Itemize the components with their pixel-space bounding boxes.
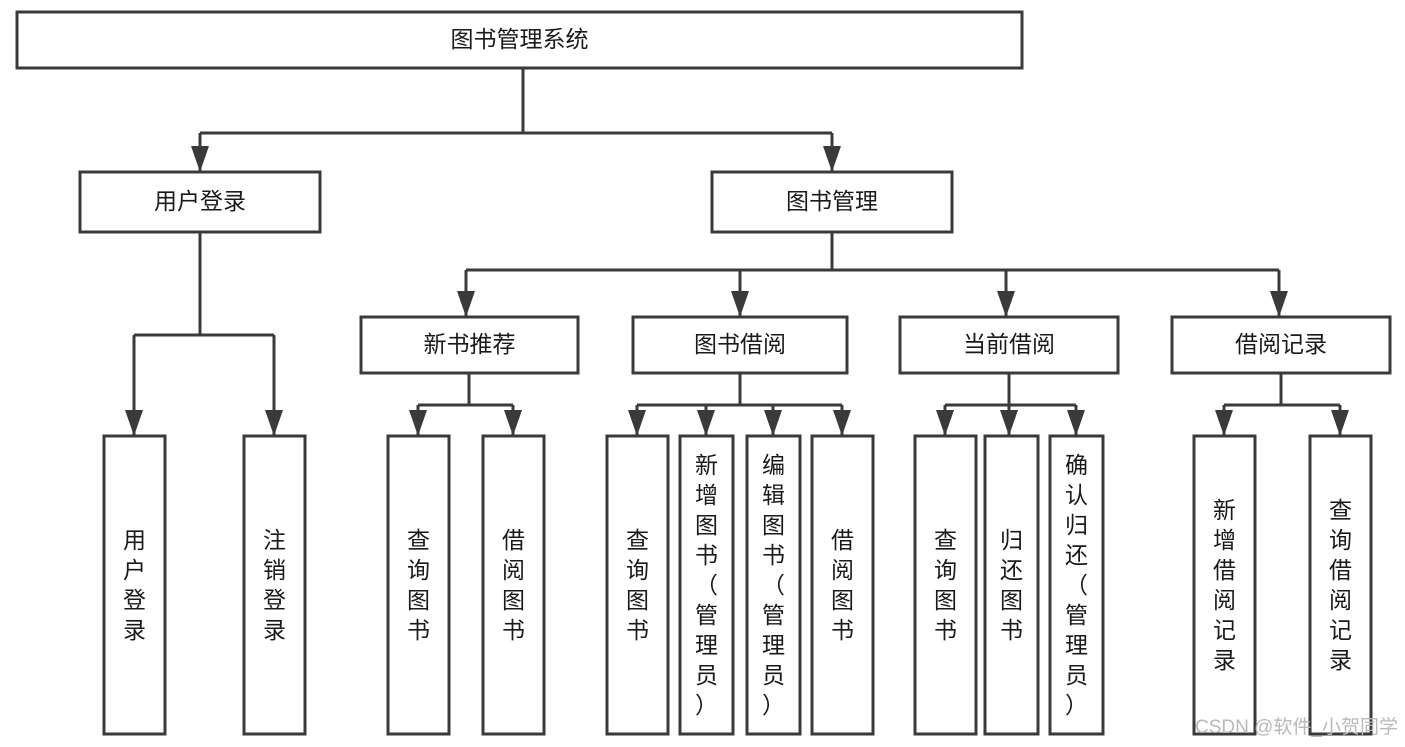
node-box-leaf-return-book[interactable] (983, 434, 1040, 736)
borrow-record-drop-arrow-1 (1331, 410, 1349, 436)
book-management-drop-arrow-0 (457, 291, 475, 317)
node-borrow-record[interactable]: 借阅记录 (1170, 315, 1392, 375)
node-leaf-edit-book-admin[interactable]: 编辑图书（管理员） (745, 434, 802, 736)
node-leaf-logout-login[interactable]: 注销登录 (242, 434, 307, 736)
node-new-book-recommend[interactable]: 新书推荐 (359, 315, 580, 375)
node-label-leaf-query-book-recommend: 查询图书 (407, 527, 430, 643)
node-label-leaf-query-book-current: 查询图书 (934, 527, 957, 643)
user-login-drop-arrow-1 (265, 410, 283, 436)
node-book-management[interactable]: 图书管理 (710, 170, 954, 234)
node-label-borrow-record: 借阅记录 (1235, 331, 1327, 357)
book-borrow-drop-arrow-1 (697, 410, 715, 436)
node-label-leaf-user-login: 用户登录 (123, 527, 146, 643)
node-label-leaf-edit-book-admin: 编辑图书（管理员） (762, 452, 785, 718)
node-leaf-query-book-borrow[interactable]: 查询图书 (605, 434, 670, 736)
csdn-watermark: CSDN @软件_小贺同学 (1195, 716, 1398, 738)
node-box-leaf-add-book-admin[interactable] (678, 434, 735, 736)
node-label-leaf-add-borrow-record: 新增借阅记录 (1213, 497, 1236, 673)
node-leaf-return-book[interactable]: 归还图书 (983, 434, 1040, 736)
node-label-new-book-recommend: 新书推荐 (424, 331, 516, 357)
node-label-leaf-add-book-admin: 新增图书（管理员） (695, 452, 718, 718)
borrow-record-drop-arrow-0 (1215, 410, 1233, 436)
book-management-drop-arrow-2 (997, 291, 1015, 317)
node-user-login[interactable]: 用户登录 (78, 170, 322, 234)
node-label-leaf-borrow-book-recommend: 借阅图书 (502, 527, 525, 643)
node-leaf-add-book-admin[interactable]: 新增图书（管理员） (678, 434, 735, 736)
node-leaf-borrow-book-recommend[interactable]: 借阅图书 (481, 434, 546, 736)
current-borrow-drop-arrow-0 (936, 410, 954, 436)
node-label-leaf-logout-login: 注销登录 (263, 527, 286, 643)
node-label-leaf-return-book: 归还图书 (1000, 527, 1023, 643)
node-box-leaf-query-borrow-record[interactable] (1308, 434, 1373, 736)
node-leaf-query-book-current[interactable]: 查询图书 (913, 434, 978, 736)
node-box-borrow-record[interactable] (1170, 315, 1392, 375)
node-box-leaf-query-book-recommend[interactable] (386, 434, 451, 736)
node-box-book-management[interactable] (710, 170, 954, 234)
node-box-user-login[interactable] (78, 170, 322, 234)
node-label-leaf-query-book-borrow: 查询图书 (626, 527, 649, 643)
node-box-leaf-confirm-return-admin[interactable] (1048, 434, 1105, 736)
book-management-drop-arrow-3 (1270, 291, 1288, 317)
node-leaf-confirm-return-admin[interactable]: 确认归还（管理员） (1048, 434, 1105, 736)
node-box-leaf-user-login[interactable] (102, 434, 167, 736)
node-label-root: 图书管理系统 (451, 26, 589, 52)
node-book-borrow[interactable]: 图书借阅 (631, 315, 849, 375)
node-box-leaf-query-book-borrow[interactable] (605, 434, 670, 736)
user-login-drop-arrow-0 (125, 410, 143, 436)
node-label-leaf-borrow-book: 借阅图书 (831, 527, 854, 643)
root-drop-arrow-1 (823, 146, 841, 172)
node-label-book-borrow: 图书借阅 (694, 331, 786, 357)
node-layer: 图书管理系统用户登录图书管理新书推荐图书借阅当前借阅借阅记录用户登录注销登录查询… (15, 10, 1392, 736)
current-borrow-drop-arrow-1 (1000, 410, 1018, 436)
node-box-leaf-borrow-book[interactable] (810, 434, 875, 736)
node-box-leaf-edit-book-admin[interactable] (745, 434, 802, 736)
connector-layer (125, 68, 1349, 436)
node-label-current-borrow: 当前借阅 (963, 331, 1055, 357)
node-box-current-borrow[interactable] (898, 315, 1120, 375)
node-box-book-borrow[interactable] (631, 315, 849, 375)
node-leaf-add-borrow-record[interactable]: 新增借阅记录 (1192, 434, 1257, 736)
node-box-leaf-logout-login[interactable] (242, 434, 307, 736)
book-borrow-drop-arrow-2 (764, 410, 782, 436)
new-book-recommend-drop-arrow-0 (409, 410, 427, 436)
node-label-leaf-query-borrow-record: 查询借阅记录 (1329, 497, 1352, 673)
current-borrow-drop-arrow-2 (1067, 410, 1085, 436)
node-label-leaf-confirm-return-admin: 确认归还（管理员） (1065, 452, 1088, 718)
book-management-drop-arrow-1 (731, 291, 749, 317)
book-borrow-drop-arrow-3 (833, 410, 851, 436)
node-label-user-login: 用户登录 (154, 188, 246, 214)
node-box-root[interactable] (15, 10, 1024, 70)
node-box-leaf-query-book-current[interactable] (913, 434, 978, 736)
node-leaf-borrow-book[interactable]: 借阅图书 (810, 434, 875, 736)
node-box-new-book-recommend[interactable] (359, 315, 580, 375)
node-leaf-query-borrow-record[interactable]: 查询借阅记录 (1308, 434, 1373, 736)
node-box-leaf-borrow-book-recommend[interactable] (481, 434, 546, 736)
root-drop-arrow-0 (191, 146, 209, 172)
node-leaf-user-login[interactable]: 用户登录 (102, 434, 167, 736)
book-borrow-drop-arrow-0 (628, 410, 646, 436)
node-root[interactable]: 图书管理系统 (15, 10, 1024, 70)
node-label-book-management: 图书管理 (786, 188, 878, 214)
node-leaf-query-book-recommend[interactable]: 查询图书 (386, 434, 451, 736)
new-book-recommend-drop-arrow-1 (504, 410, 522, 436)
node-box-leaf-add-borrow-record[interactable] (1192, 434, 1257, 736)
node-current-borrow[interactable]: 当前借阅 (898, 315, 1120, 375)
